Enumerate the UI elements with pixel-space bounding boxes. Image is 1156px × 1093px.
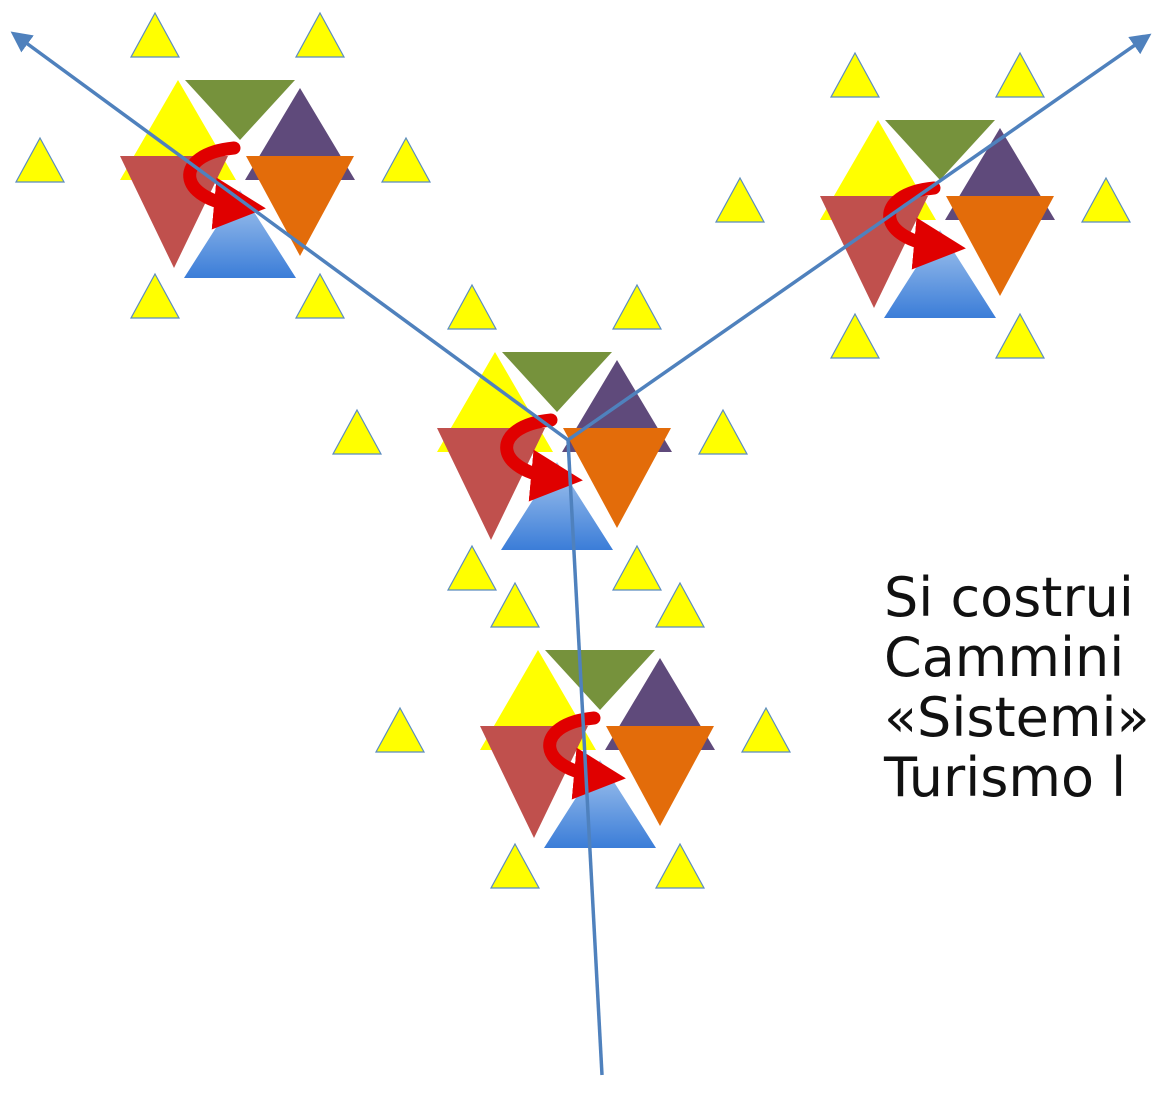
caption-text: Si costrui Cammini «Sistemi» Turismo l (884, 568, 1150, 808)
small-yellow-triangle (489, 581, 541, 628)
orange-triangle (946, 196, 1054, 296)
green-triangle (502, 352, 612, 412)
orange-triangle (606, 726, 714, 826)
small-yellow-triangle (611, 283, 663, 330)
cluster-center (331, 283, 749, 591)
small-yellow-triangle (994, 312, 1046, 359)
rotation-arrow (543, 711, 626, 800)
small-yellow-triangle (611, 544, 663, 591)
caption-line: Si costrui (884, 566, 1134, 629)
small-yellow-triangle (697, 408, 749, 455)
red-triangle (480, 726, 588, 838)
connector-arrow (10, 31, 570, 442)
caption-line: Cammini (884, 626, 1125, 689)
caption-line: «Sistemi» (884, 686, 1150, 749)
small-yellow-triangle (714, 176, 766, 223)
red-triangle (437, 428, 545, 540)
small-yellow-triangle (829, 312, 881, 359)
small-yellow-triangle (331, 408, 383, 455)
blue-triangle (184, 190, 296, 278)
connector-arrow (566, 33, 1152, 442)
small-yellow-triangle (446, 544, 498, 591)
small-yellow-triangle (14, 136, 66, 183)
green-triangle (185, 80, 295, 140)
red-triangle (820, 196, 928, 308)
small-yellow-triangle (829, 51, 881, 98)
small-yellow-triangle (374, 706, 426, 753)
green-triangle (545, 650, 655, 710)
small-yellow-triangle (1080, 176, 1132, 223)
orange-triangle (563, 428, 671, 528)
connector-lines (10, 31, 1152, 1076)
small-yellow-triangle (740, 706, 792, 753)
orange-triangle (246, 156, 354, 256)
small-yellow-triangle (294, 272, 346, 319)
cluster-bottom (374, 581, 792, 889)
small-yellow-triangle (446, 283, 498, 330)
red-triangle (120, 156, 228, 268)
connector-arrow (566, 439, 604, 1076)
blue-triangle (501, 462, 613, 550)
blue-triangle (884, 230, 996, 318)
cluster-top-right (714, 51, 1132, 359)
small-yellow-triangle (994, 51, 1046, 98)
rotation-arrow (183, 141, 266, 230)
green-triangle (885, 120, 995, 180)
small-yellow-triangle (654, 581, 706, 628)
small-yellow-triangle (489, 842, 541, 889)
small-yellow-triangle (654, 842, 706, 889)
blue-triangle (544, 760, 656, 848)
cluster-top-left (14, 11, 432, 319)
rotation-arrow (500, 413, 583, 502)
caption-line: Turismo l (884, 746, 1127, 809)
small-yellow-triangle (294, 11, 346, 58)
small-yellow-triangle (129, 11, 181, 58)
small-yellow-triangle (380, 136, 432, 183)
small-yellow-triangle (129, 272, 181, 319)
